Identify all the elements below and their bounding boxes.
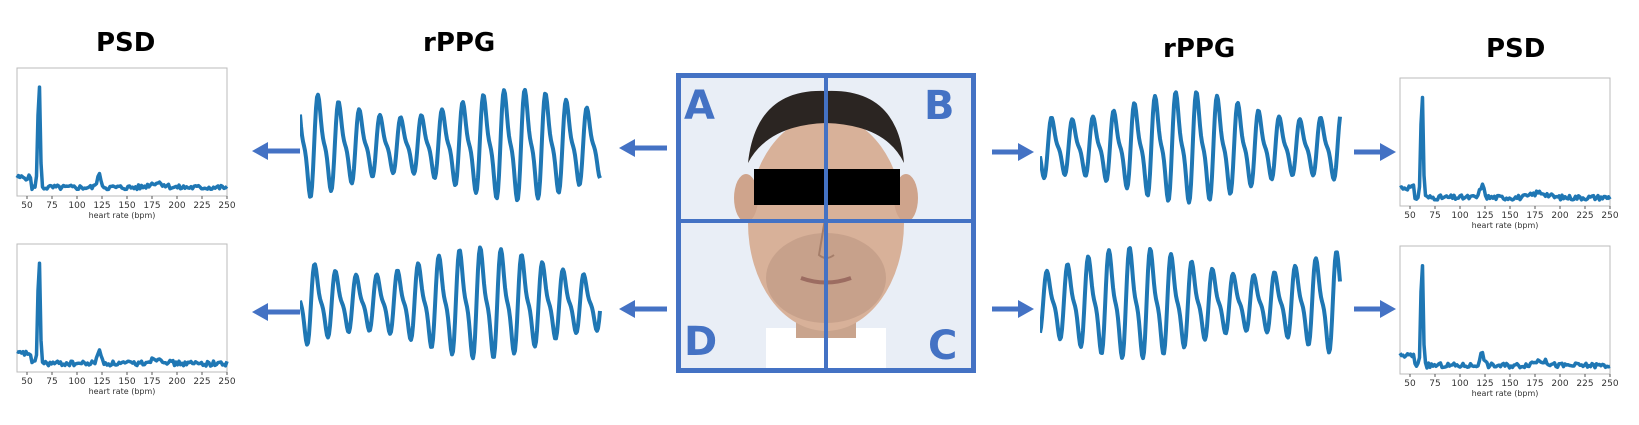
arrow-right-icon bbox=[1354, 300, 1396, 318]
arrow-right-icon bbox=[1354, 143, 1396, 161]
x-tick-label: 200 bbox=[168, 377, 185, 387]
x-tick-label: 50 bbox=[1404, 211, 1416, 221]
region-label-c: C bbox=[928, 323, 957, 369]
x-tick-label: 75 bbox=[46, 201, 57, 211]
face-region-grid: A B C D bbox=[676, 73, 976, 373]
region-label-b: B bbox=[924, 83, 955, 129]
psd-plot-bottom-left: 50 75 100 125 150 175 200 225 250 heart rate (bpm… bbox=[16, 243, 237, 404]
x-tick-label: 175 bbox=[1526, 211, 1543, 221]
x-axis-label: heart rate (bpm) bbox=[89, 211, 156, 220]
left-psd-title: PSD bbox=[96, 28, 156, 58]
x-tick-label: 200 bbox=[168, 201, 185, 211]
psd-line bbox=[1398, 263, 1611, 370]
x-axis-label: heart rate (bpm) bbox=[1472, 389, 1539, 398]
rppg-wave-bottom-right bbox=[1040, 246, 1342, 361]
x-tick-label: 100 bbox=[68, 377, 85, 387]
x-tick-label: 50 bbox=[21, 201, 33, 211]
x-tick-label: 100 bbox=[1451, 379, 1468, 389]
x-tick-label: 125 bbox=[93, 377, 110, 387]
x-tick-label: 100 bbox=[1451, 211, 1468, 221]
x-tick-label: 125 bbox=[1476, 211, 1493, 221]
left-rppg-title: rPPG bbox=[423, 28, 496, 58]
x-tick-label: 75 bbox=[1429, 379, 1440, 389]
psd-axes-frame bbox=[16, 67, 228, 197]
arrow-left-icon bbox=[619, 139, 667, 157]
x-tick-label: 150 bbox=[118, 377, 135, 387]
x-tick-label: 225 bbox=[193, 377, 210, 387]
psd-plot-top-right: 50 75 100 125 150 175 200 225 250 heart rate (bpm… bbox=[1399, 77, 1620, 238]
x-tick-label: 150 bbox=[1501, 379, 1518, 389]
x-tick-label: 150 bbox=[1501, 211, 1518, 221]
x-tick-label: 125 bbox=[93, 201, 110, 211]
x-tick-label: 175 bbox=[143, 201, 160, 211]
x-tick-label: 125 bbox=[1476, 379, 1493, 389]
x-tick-label: 200 bbox=[1551, 211, 1568, 221]
x-tick-label: 250 bbox=[218, 377, 235, 387]
x-tick-label: 150 bbox=[118, 201, 135, 211]
x-tick-label: 175 bbox=[143, 377, 160, 387]
x-tick-label: 50 bbox=[1404, 379, 1416, 389]
x-tick-label: 50 bbox=[21, 377, 33, 387]
psd-plot-bottom-right: 50 75 100 125 150 175 200 225 250 heart rate (bpm… bbox=[1398, 245, 1620, 406]
x-tick-label: 225 bbox=[193, 201, 210, 211]
arrow-left-icon bbox=[619, 300, 667, 318]
x-tick-label: 225 bbox=[1576, 379, 1593, 389]
x-tick-label: 250 bbox=[1601, 211, 1618, 221]
psd-plot-top-left: 50 75 100 125 150 175 200 225 250 heart rate (bpm… bbox=[15, 67, 237, 228]
right-rppg-title: rPPG bbox=[1163, 34, 1236, 64]
rppg-line bbox=[300, 87, 602, 203]
rppg-wave-top-left bbox=[300, 87, 602, 203]
arrow-right-icon bbox=[992, 300, 1034, 318]
x-tick-label: 200 bbox=[1551, 379, 1568, 389]
rppg-wave-bottom-left bbox=[300, 245, 602, 361]
x-axis-label: heart rate (bpm) bbox=[1472, 221, 1539, 230]
psd-line bbox=[15, 85, 229, 192]
x-tick-label: 250 bbox=[1601, 379, 1618, 389]
x-tick-label: 75 bbox=[1429, 211, 1440, 221]
arrow-right-icon bbox=[992, 143, 1034, 161]
x-tick-label: 175 bbox=[1526, 379, 1543, 389]
psd-axes-frame bbox=[16, 243, 228, 373]
x-tick-label: 100 bbox=[68, 201, 85, 211]
x-tick-label: 225 bbox=[1576, 211, 1593, 221]
x-axis-label: heart rate (bpm) bbox=[89, 387, 156, 396]
psd-line bbox=[16, 261, 229, 368]
x-tick-label: 75 bbox=[46, 377, 57, 387]
rppg-wave-top-right bbox=[1040, 90, 1342, 205]
right-psd-title: PSD bbox=[1486, 34, 1546, 64]
rppg-line bbox=[300, 245, 602, 361]
arrow-left-icon bbox=[252, 303, 300, 321]
psd-axes-frame bbox=[1399, 245, 1611, 375]
psd-axes-frame bbox=[1399, 77, 1611, 207]
region-label-a: A bbox=[684, 83, 715, 129]
rppg-line bbox=[1040, 90, 1342, 205]
region-label-d: D bbox=[684, 319, 717, 365]
arrow-left-icon bbox=[252, 142, 300, 160]
psd-line bbox=[1399, 95, 1612, 202]
rppg-line bbox=[1040, 246, 1342, 361]
x-tick-label: 250 bbox=[218, 201, 235, 211]
